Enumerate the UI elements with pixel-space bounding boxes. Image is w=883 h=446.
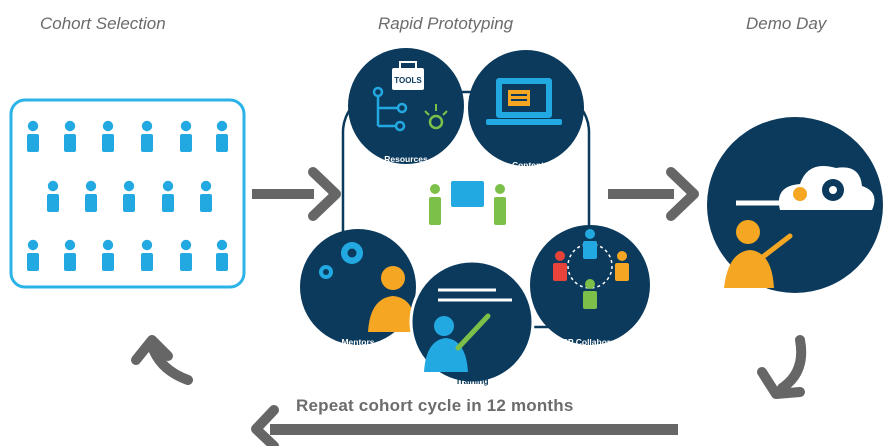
presenter-icon (724, 220, 793, 288)
stage-title-demo-day: Demo Day (746, 14, 827, 33)
cohort-box (9, 98, 246, 289)
training-node: Training (409, 259, 535, 386)
cloud-gear-icon (736, 166, 875, 210)
demo-day-node (707, 117, 883, 293)
arrow-to-cohort (131, 335, 193, 385)
content-node: Content (468, 50, 584, 170)
laptop-icon (486, 78, 562, 125)
trainer-icon (424, 313, 491, 372)
p2p-label: P2P Collaboration (557, 337, 630, 347)
arrow-to-demo-day (608, 167, 699, 221)
training-label: Training (455, 376, 488, 386)
repeat-cycle-text: Repeat cohort cycle in 12 months (296, 396, 574, 415)
team-meeting-icon (429, 181, 506, 225)
content-label: Content (512, 160, 544, 170)
whiteboard-icon (438, 288, 512, 302)
resources-label: Resources (384, 154, 428, 164)
arrow-to-prototyping (252, 167, 341, 221)
p2p-node: P2P Collaboration (530, 225, 650, 347)
stage-title-rapid-prototyping: Rapid Prototyping (378, 14, 514, 33)
idea-icon (424, 104, 448, 130)
stage-title-cohort-selection: Cohort Selection (40, 14, 166, 33)
toolbox-icon: TOOLS (392, 61, 424, 90)
tools-label: TOOLS (394, 76, 422, 85)
resources-node: TOOLS Resources (348, 48, 464, 164)
mentors-node: Mentors (300, 229, 416, 347)
flowchart-icon (372, 86, 408, 132)
arrow-repeat-cycle (251, 405, 678, 446)
arrow-demo-to-cycle (757, 335, 807, 399)
gears-icon (319, 242, 363, 279)
collaboration-icon (553, 229, 629, 309)
mentor-person-icon (368, 266, 416, 332)
mentors-label: Mentors (341, 337, 374, 347)
